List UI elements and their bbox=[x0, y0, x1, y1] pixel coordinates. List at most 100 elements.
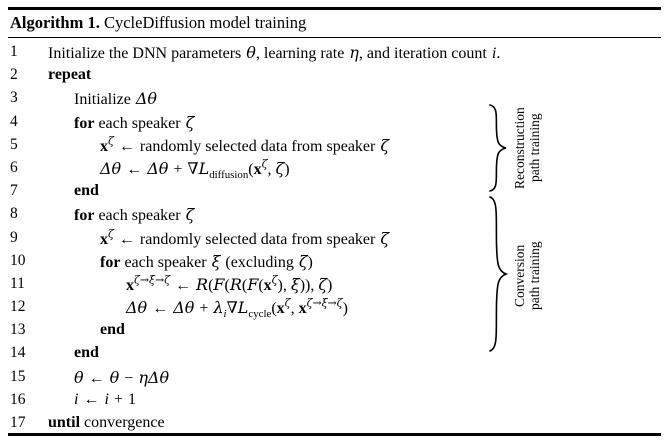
line12-delta-theta-term: Δθ bbox=[173, 298, 195, 318]
line12-nabla: ∇ bbox=[226, 300, 238, 318]
line11-close-paren-3: ) bbox=[299, 276, 306, 294]
line-number: 12 bbox=[10, 298, 26, 316]
line5-x-superscript: ζ bbox=[108, 134, 114, 148]
line6-delta-theta-term: Δθ bbox=[147, 158, 169, 178]
algorithm-line-7: 7 end bbox=[0, 182, 669, 205]
line-number: 13 bbox=[10, 321, 26, 339]
line11-F-outer: F bbox=[213, 274, 225, 294]
line6-plus: + bbox=[173, 160, 183, 178]
line17-text-a: convergence bbox=[80, 414, 165, 431]
line-content: end bbox=[74, 344, 99, 362]
line15-arrow: ← bbox=[88, 369, 105, 387]
line1-theta: θ bbox=[246, 43, 256, 62]
algorithm-title-lead: Algorithm 1. bbox=[10, 13, 100, 32]
line16-i-term: i bbox=[104, 390, 109, 408]
line1-eta: η bbox=[349, 43, 359, 62]
line12-close-paren: ) bbox=[342, 300, 348, 318]
line13-end-keyword: end bbox=[100, 321, 125, 339]
line2-repeat-keyword: repeat bbox=[48, 66, 92, 84]
line1-i: i bbox=[491, 45, 497, 62]
line15-eta: η bbox=[138, 367, 148, 387]
line5-zeta: ζ bbox=[380, 135, 390, 155]
line11-x-superscript: ζ→ξ→ζ bbox=[134, 273, 171, 287]
line12-x1: x bbox=[276, 300, 285, 318]
algorithm-line-11: 11 xζ→ξ→ζ←R(F(R(F(xζ), ξ)), ζ) bbox=[0, 275, 669, 298]
line-number: 3 bbox=[10, 89, 18, 107]
algorithm-line-13: 13 end bbox=[0, 321, 669, 344]
line8-zeta: ζ bbox=[185, 205, 195, 225]
line6-x: x bbox=[253, 160, 262, 178]
algorithm-line-15: 15 θ←θ−ηΔθ bbox=[0, 368, 669, 391]
algorithm-line-5: 5 xζ←randomly selected data from speaker… bbox=[0, 134, 669, 159]
line11-x: x bbox=[126, 276, 134, 294]
line6-open-paren: ( bbox=[248, 160, 254, 178]
line16-one: 1 bbox=[127, 390, 136, 408]
conversion-brace bbox=[487, 196, 509, 352]
line10-text-c: ) bbox=[307, 253, 313, 271]
line9-x: x bbox=[100, 230, 108, 248]
line-number: 8 bbox=[10, 205, 18, 223]
line12-loss-symbol: L bbox=[237, 298, 249, 318]
line-number: 14 bbox=[10, 344, 26, 362]
line10-for-keyword: for bbox=[100, 253, 121, 271]
conversion-path-label-line1: Conversion bbox=[512, 244, 527, 308]
algorithm-line-16: 16 i←i+1 bbox=[0, 391, 669, 414]
line11-close-paren-4: ) bbox=[277, 276, 283, 294]
line5-x: x bbox=[100, 137, 108, 155]
line-number: 11 bbox=[10, 274, 25, 292]
line16-arrow: ← bbox=[83, 390, 100, 408]
line-number: 10 bbox=[10, 251, 26, 269]
line12-plus: + bbox=[199, 300, 209, 318]
line-content: i←i+1 bbox=[74, 391, 136, 409]
algorithm-line-12: 12 Δθ←Δθ+λi∇Lcycle(xζ, xζ→ξ→ζ) bbox=[0, 298, 669, 321]
algorithm-line-6: 6 Δθ←Δθ+∇Ldiffusion(xζ, ζ) bbox=[0, 159, 669, 182]
line12-arrow: ← bbox=[152, 300, 169, 318]
line11-comma-2: , bbox=[310, 276, 319, 294]
line6-loss-symbol: L bbox=[198, 158, 210, 178]
algorithm-line-9: 9 xζ←randomly selected data from speaker… bbox=[0, 228, 669, 252]
line10-text-a: each speaker bbox=[120, 253, 207, 271]
line17-until-keyword: until bbox=[48, 414, 81, 431]
line6-delta-theta-lhs: Δθ bbox=[100, 158, 122, 178]
line-number: 4 bbox=[10, 112, 18, 130]
line16-plus: + bbox=[113, 390, 123, 408]
line-content: repeat bbox=[48, 66, 91, 84]
line6-nabla: ∇ bbox=[187, 160, 199, 178]
line15-theta-lhs: θ bbox=[74, 367, 84, 387]
line-number: 2 bbox=[10, 66, 18, 84]
line-number: 7 bbox=[10, 182, 18, 200]
line12-comma: , bbox=[290, 300, 299, 318]
line10-xi: ξ bbox=[211, 251, 221, 271]
line11-comma-1: , bbox=[282, 276, 291, 294]
line11-x-inner: x bbox=[263, 276, 272, 294]
line14-end-keyword: end bbox=[74, 344, 99, 362]
line12-delta-theta-lhs: Δθ bbox=[126, 298, 148, 318]
line6-comma: , bbox=[267, 160, 276, 178]
reconstruction-brace bbox=[487, 104, 509, 192]
line7-end-keyword: end bbox=[74, 182, 99, 200]
line1-text-c: , and iteration count bbox=[358, 45, 487, 62]
line6-arrow: ← bbox=[126, 160, 143, 178]
line5-arrow: ← bbox=[118, 137, 135, 155]
line-number: 16 bbox=[10, 390, 26, 408]
algorithm-title: Algorithm 1. CycleDiffusion model traini… bbox=[10, 12, 306, 34]
line3-delta-theta: Δθ bbox=[135, 89, 158, 109]
line11-zeta: ζ bbox=[318, 274, 328, 294]
line6-x-superscript: ζ bbox=[261, 157, 268, 171]
line11-xi: ξ bbox=[290, 274, 300, 294]
line6-loss-subscript: diffusion bbox=[209, 169, 249, 182]
line11-open-paren-3: ( bbox=[241, 276, 248, 294]
line15-theta-term: θ bbox=[109, 367, 120, 387]
line11-arrow: ← bbox=[175, 276, 192, 294]
line9-zeta: ζ bbox=[380, 228, 390, 248]
